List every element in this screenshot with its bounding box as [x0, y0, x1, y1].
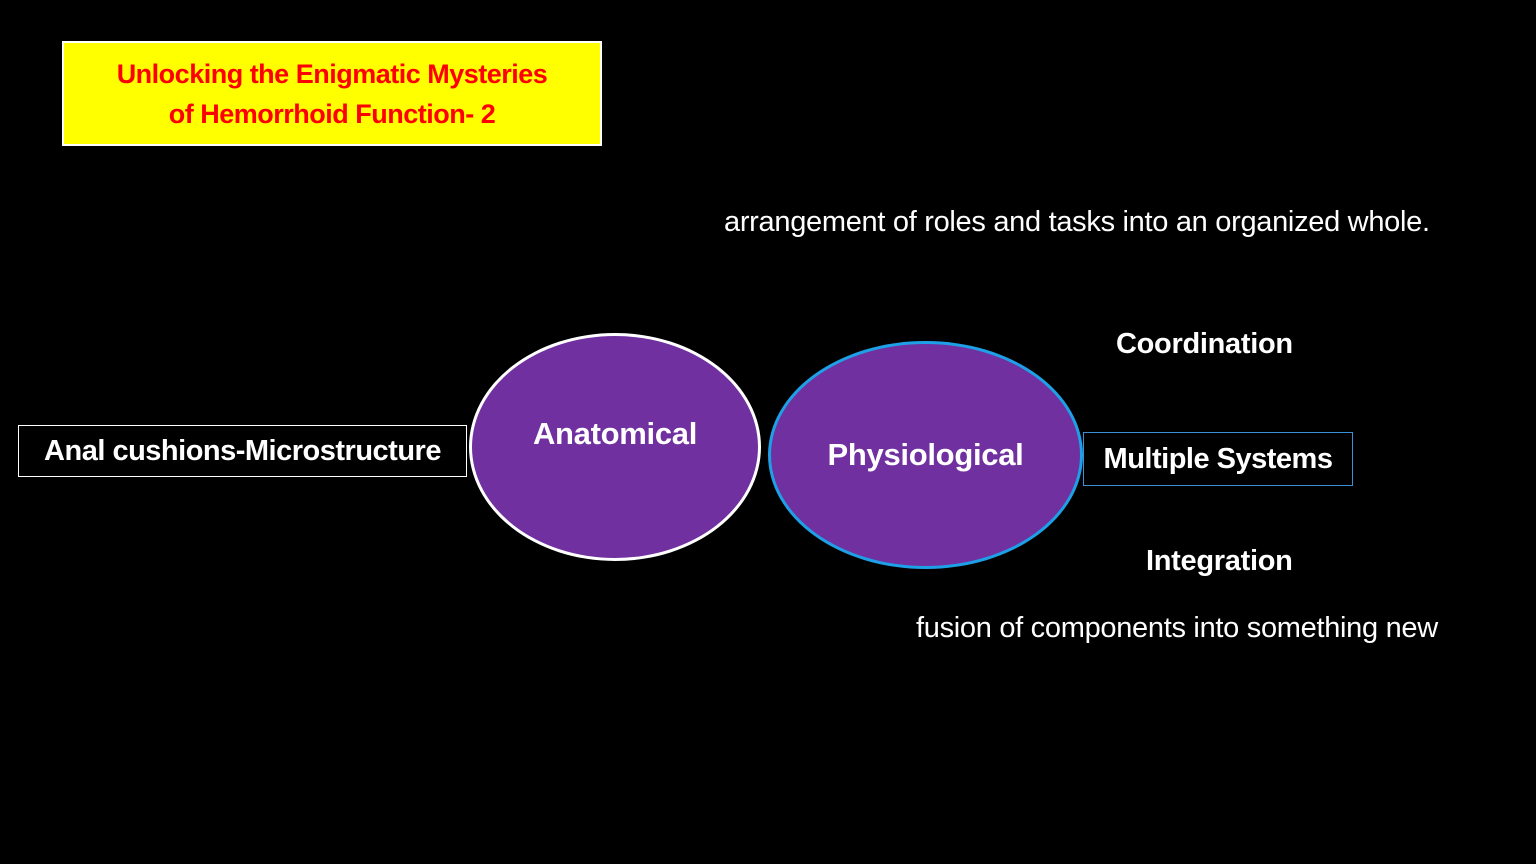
title-line-2: of Hemorrhoid Function- 2 — [168, 98, 496, 129]
multiple-systems-box: Multiple Systems — [1083, 432, 1353, 486]
coordination-label: Coordination — [1116, 328, 1293, 360]
anal-cushions-box: Anal cushions-Microstructure — [18, 425, 467, 477]
title-line-1: Unlocking the Enigmatic Mysteries — [116, 58, 548, 89]
title-box: Unlocking the Enigmatic Mysteries of Hem… — [62, 41, 602, 146]
integration-label: Integration — [1146, 545, 1293, 577]
anatomical-ellipse: Anatomical — [469, 333, 761, 561]
integration-definition: fusion of components into something new — [916, 612, 1438, 644]
physiological-ellipse: Physiological — [768, 341, 1083, 569]
coordination-definition: arrangement of roles and tasks into an o… — [724, 206, 1430, 238]
physiological-label: Physiological — [827, 437, 1024, 472]
anatomical-label: Anatomical — [532, 416, 698, 451]
